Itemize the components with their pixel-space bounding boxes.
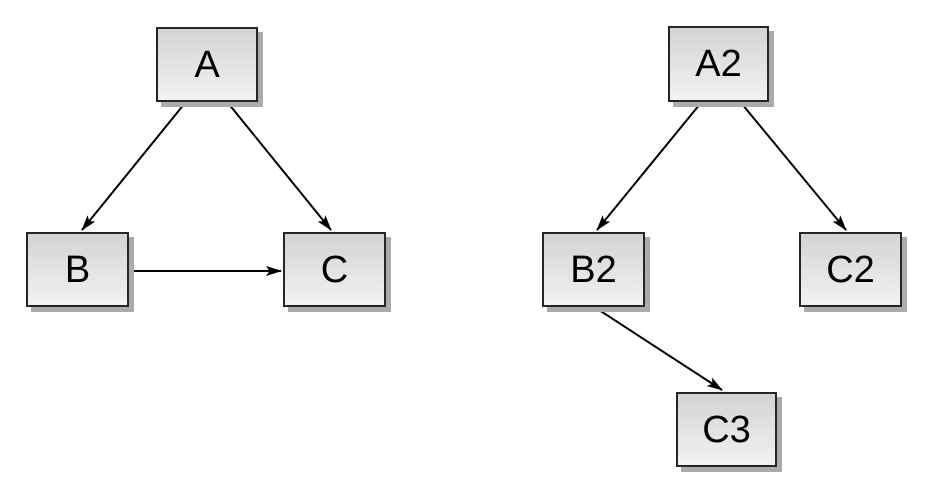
edge-A-C [227, 102, 332, 231]
node-B: B [26, 232, 129, 307]
node-C2: C2 [799, 232, 902, 307]
node-label-B: B [64, 248, 91, 291]
node-C: C [283, 232, 386, 307]
node-B2: B2 [542, 232, 645, 307]
node-label-A: A [194, 43, 220, 86]
node-C3: C3 [676, 392, 777, 467]
node-label-C: C [320, 248, 349, 291]
node-label-A2: A2 [695, 43, 742, 85]
edge-B2-C3 [595, 307, 723, 391]
edge-A2-C2 [741, 103, 847, 231]
node-A2: A2 [668, 26, 769, 102]
node-label-C2: C2 [826, 248, 875, 291]
node-A: A [156, 27, 258, 102]
edge-A2-B2 [596, 103, 701, 231]
node-label-C3: C3 [702, 408, 751, 451]
edge-A-B [81, 102, 186, 231]
node-label-B2: B2 [570, 248, 617, 291]
